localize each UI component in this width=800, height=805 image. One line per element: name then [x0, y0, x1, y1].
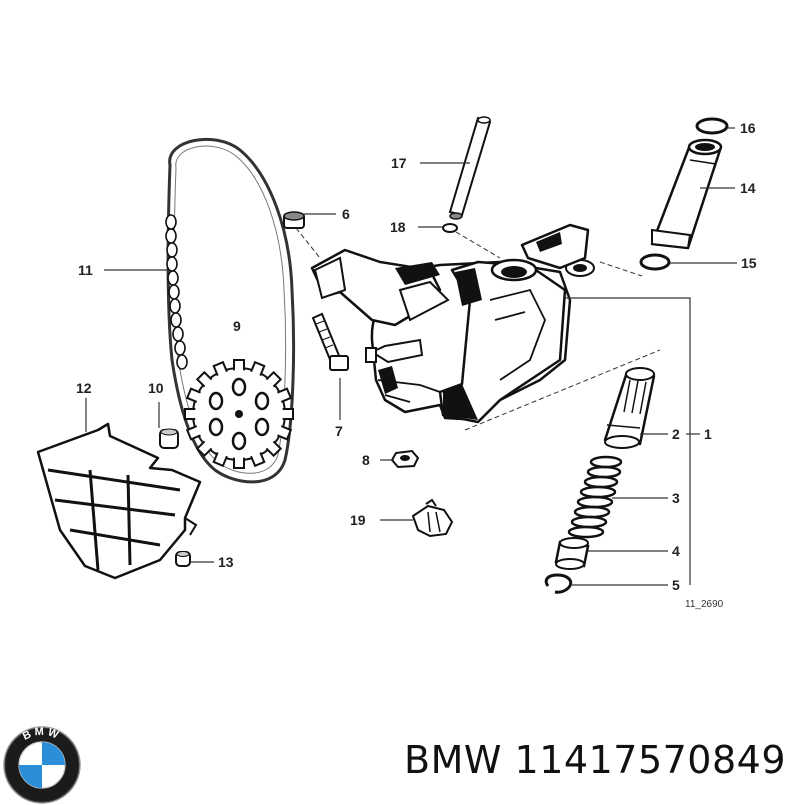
piston-2: [603, 367, 656, 449]
assembly-dashed-lines: [295, 227, 661, 431]
brand-row: BMW BMW 11417570849: [0, 700, 800, 804]
callout-6: 6: [342, 206, 350, 222]
callout-5: 5: [672, 577, 680, 593]
callout-13: 13: [218, 554, 234, 570]
part-number-caption: BMW 11417570849: [404, 738, 786, 782]
sprocket: [184, 359, 294, 469]
nut-8: [390, 449, 420, 469]
callout-16: 16: [740, 120, 756, 136]
bushing-10: [159, 428, 179, 449]
callout-19: 19: [350, 512, 366, 528]
timing-chain: [165, 137, 296, 484]
leader-lines: [85, 127, 737, 586]
o-ring-15: [639, 253, 671, 271]
reference-code: 11_2690: [685, 599, 724, 610]
clip-19: [411, 498, 454, 538]
callout-1: 1: [704, 426, 712, 442]
sleeve-4: [554, 537, 590, 570]
tube-14: [650, 138, 723, 250]
oil-pump-body: [310, 223, 595, 424]
o-ring-16: [695, 117, 729, 135]
callout-3: 3: [672, 490, 680, 506]
callout-18: 18: [390, 219, 406, 235]
o-ring-18: [442, 223, 458, 233]
callout-10: 10: [148, 380, 164, 396]
callout-8: 8: [362, 452, 370, 468]
callout-2: 2: [672, 426, 680, 442]
callout-17: 17: [391, 155, 407, 171]
callout-4: 4: [672, 543, 680, 559]
callout-labels: 1 2 3 4 5 6 7 8 9 10 11 12 13 14 15 16 1…: [76, 120, 757, 610]
callout-9: 9: [233, 318, 241, 334]
chain-cover: [36, 422, 202, 580]
bushing-13: [175, 551, 191, 567]
logo-lettering: BMW: [21, 726, 63, 743]
circlip-5: [544, 573, 573, 594]
callout-15: 15: [741, 255, 757, 271]
callout-12: 12: [76, 380, 92, 396]
bolt-7: [311, 312, 349, 371]
callout-7: 7: [335, 423, 343, 439]
callout-14: 14: [740, 180, 756, 196]
callout-11: 11: [78, 262, 93, 278]
spring-3: [567, 455, 623, 539]
bmw-roundel-icon: BMW: [3, 726, 81, 804]
plug-6: [283, 211, 305, 229]
pin-17: [448, 116, 492, 220]
